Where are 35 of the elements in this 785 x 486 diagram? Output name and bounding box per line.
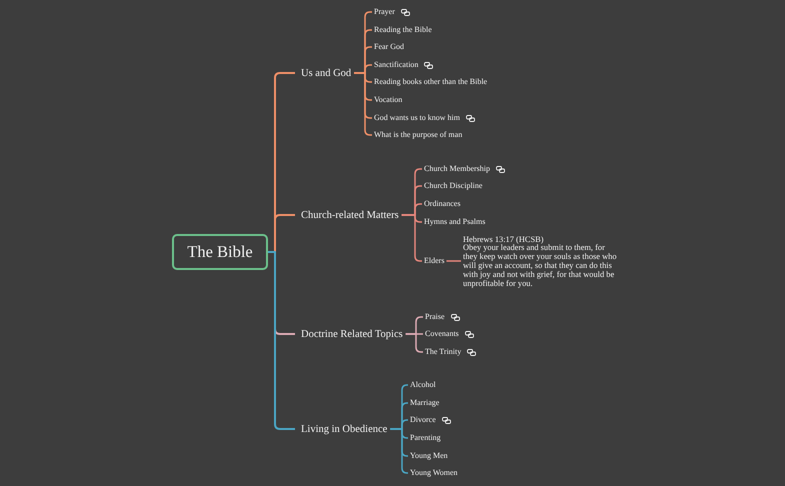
root-topic-label: The Bible — [187, 242, 253, 262]
note-text: Obey your leaders and submit to them, for they keep watch over your souls as those who will give an account, so that they can do this with joy and not with grief, for that would be unprofitable for you. — [463, 244, 617, 289]
subtopic-label: The Trinity — [425, 347, 462, 357]
subtopic-label: Hymns and Psalms — [424, 217, 486, 227]
subtopic-label: God wants us to know him — [374, 113, 460, 123]
connector-line — [354, 72, 372, 136]
main-topic-label: Living in Obedience — [301, 422, 388, 436]
connector-line — [446, 260, 461, 262]
subtopic-label: Reading the Bible — [374, 25, 432, 35]
subtopic-label: What is the purpose of man — [374, 130, 462, 140]
main-topic-label: Us and God — [301, 66, 352, 80]
subtopic-label: Ordinances — [424, 199, 460, 209]
main-topic-label: Doctrine Related Topics — [301, 328, 403, 340]
connector-line — [390, 428, 408, 474]
subtopic-label: Sanctification — [374, 60, 418, 70]
connector-line — [406, 333, 423, 353]
subtopic-label: Marriage — [410, 398, 440, 408]
subtopic-label: Covenants — [425, 329, 459, 339]
subtopic-label: Church Membership — [424, 164, 490, 174]
subtopic-label: Young Women — [410, 468, 458, 478]
connector-line — [268, 251, 295, 430]
main-topic-label: Church-related Matters — [301, 208, 399, 222]
subtopic-label: Vocation — [374, 95, 402, 105]
subtopic-label: Reading books other than the Bible — [374, 77, 488, 87]
subtopic-label: Praise — [425, 312, 445, 322]
subtopic-label: Young Men — [410, 451, 448, 461]
note-heading: Hebrews 13:17 (HCSB) — [463, 236, 544, 244]
subtopic-label: Church Discipline — [424, 181, 482, 191]
subtopic-label: Elders — [424, 256, 444, 266]
subtopic-label: Parenting — [410, 433, 441, 443]
subtopic-label: Divorce — [410, 415, 436, 425]
root-topic-box — [172, 234, 268, 270]
subtopic-label: Alcohol — [410, 380, 436, 390]
subtopic-label: Fear God — [374, 42, 404, 52]
subtopic-label: Prayer — [374, 7, 395, 17]
